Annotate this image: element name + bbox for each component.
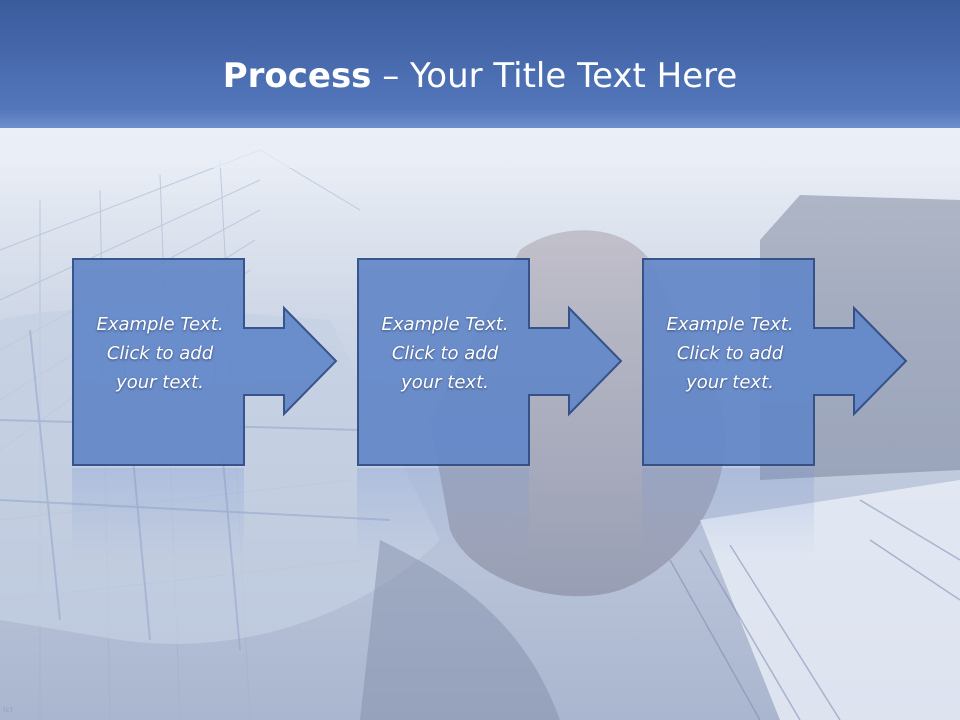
- process-step-2[interactable]: Example Text. Click to add your text.: [357, 258, 627, 468]
- step-line: Example Text.: [381, 314, 509, 335]
- process-arrow-shape: [72, 258, 338, 466]
- step-line: Example Text.: [96, 314, 224, 335]
- step-line: Click to add: [391, 343, 499, 364]
- process-step-3[interactable]: Example Text. Click to add your text.: [642, 258, 912, 468]
- step-reflection: [72, 468, 244, 558]
- step-text: Example Text. Click to add your text.: [361, 310, 529, 397]
- title-rest: – Your Title Text Here: [371, 56, 738, 96]
- step-line: Click to add: [106, 343, 214, 364]
- step-line: Example Text.: [666, 314, 794, 335]
- step-line: your text.: [116, 372, 204, 393]
- slide-title[interactable]: Process – Your Title Text Here: [0, 52, 960, 100]
- step-reflection: [357, 468, 529, 558]
- step-line: your text.: [686, 372, 774, 393]
- step-reflection: [642, 468, 814, 558]
- step-line: your text.: [401, 372, 489, 393]
- corner-mark: (c): [3, 706, 13, 714]
- title-bold: Process: [222, 56, 372, 96]
- process-arrow-shape: [642, 258, 908, 466]
- step-text: Example Text. Click to add your text.: [646, 310, 814, 397]
- process-arrow-shape: [357, 258, 623, 466]
- step-line: Click to add: [676, 343, 784, 364]
- process-step-1[interactable]: Example Text. Click to add your text.: [72, 258, 342, 468]
- step-text: Example Text. Click to add your text.: [76, 310, 244, 397]
